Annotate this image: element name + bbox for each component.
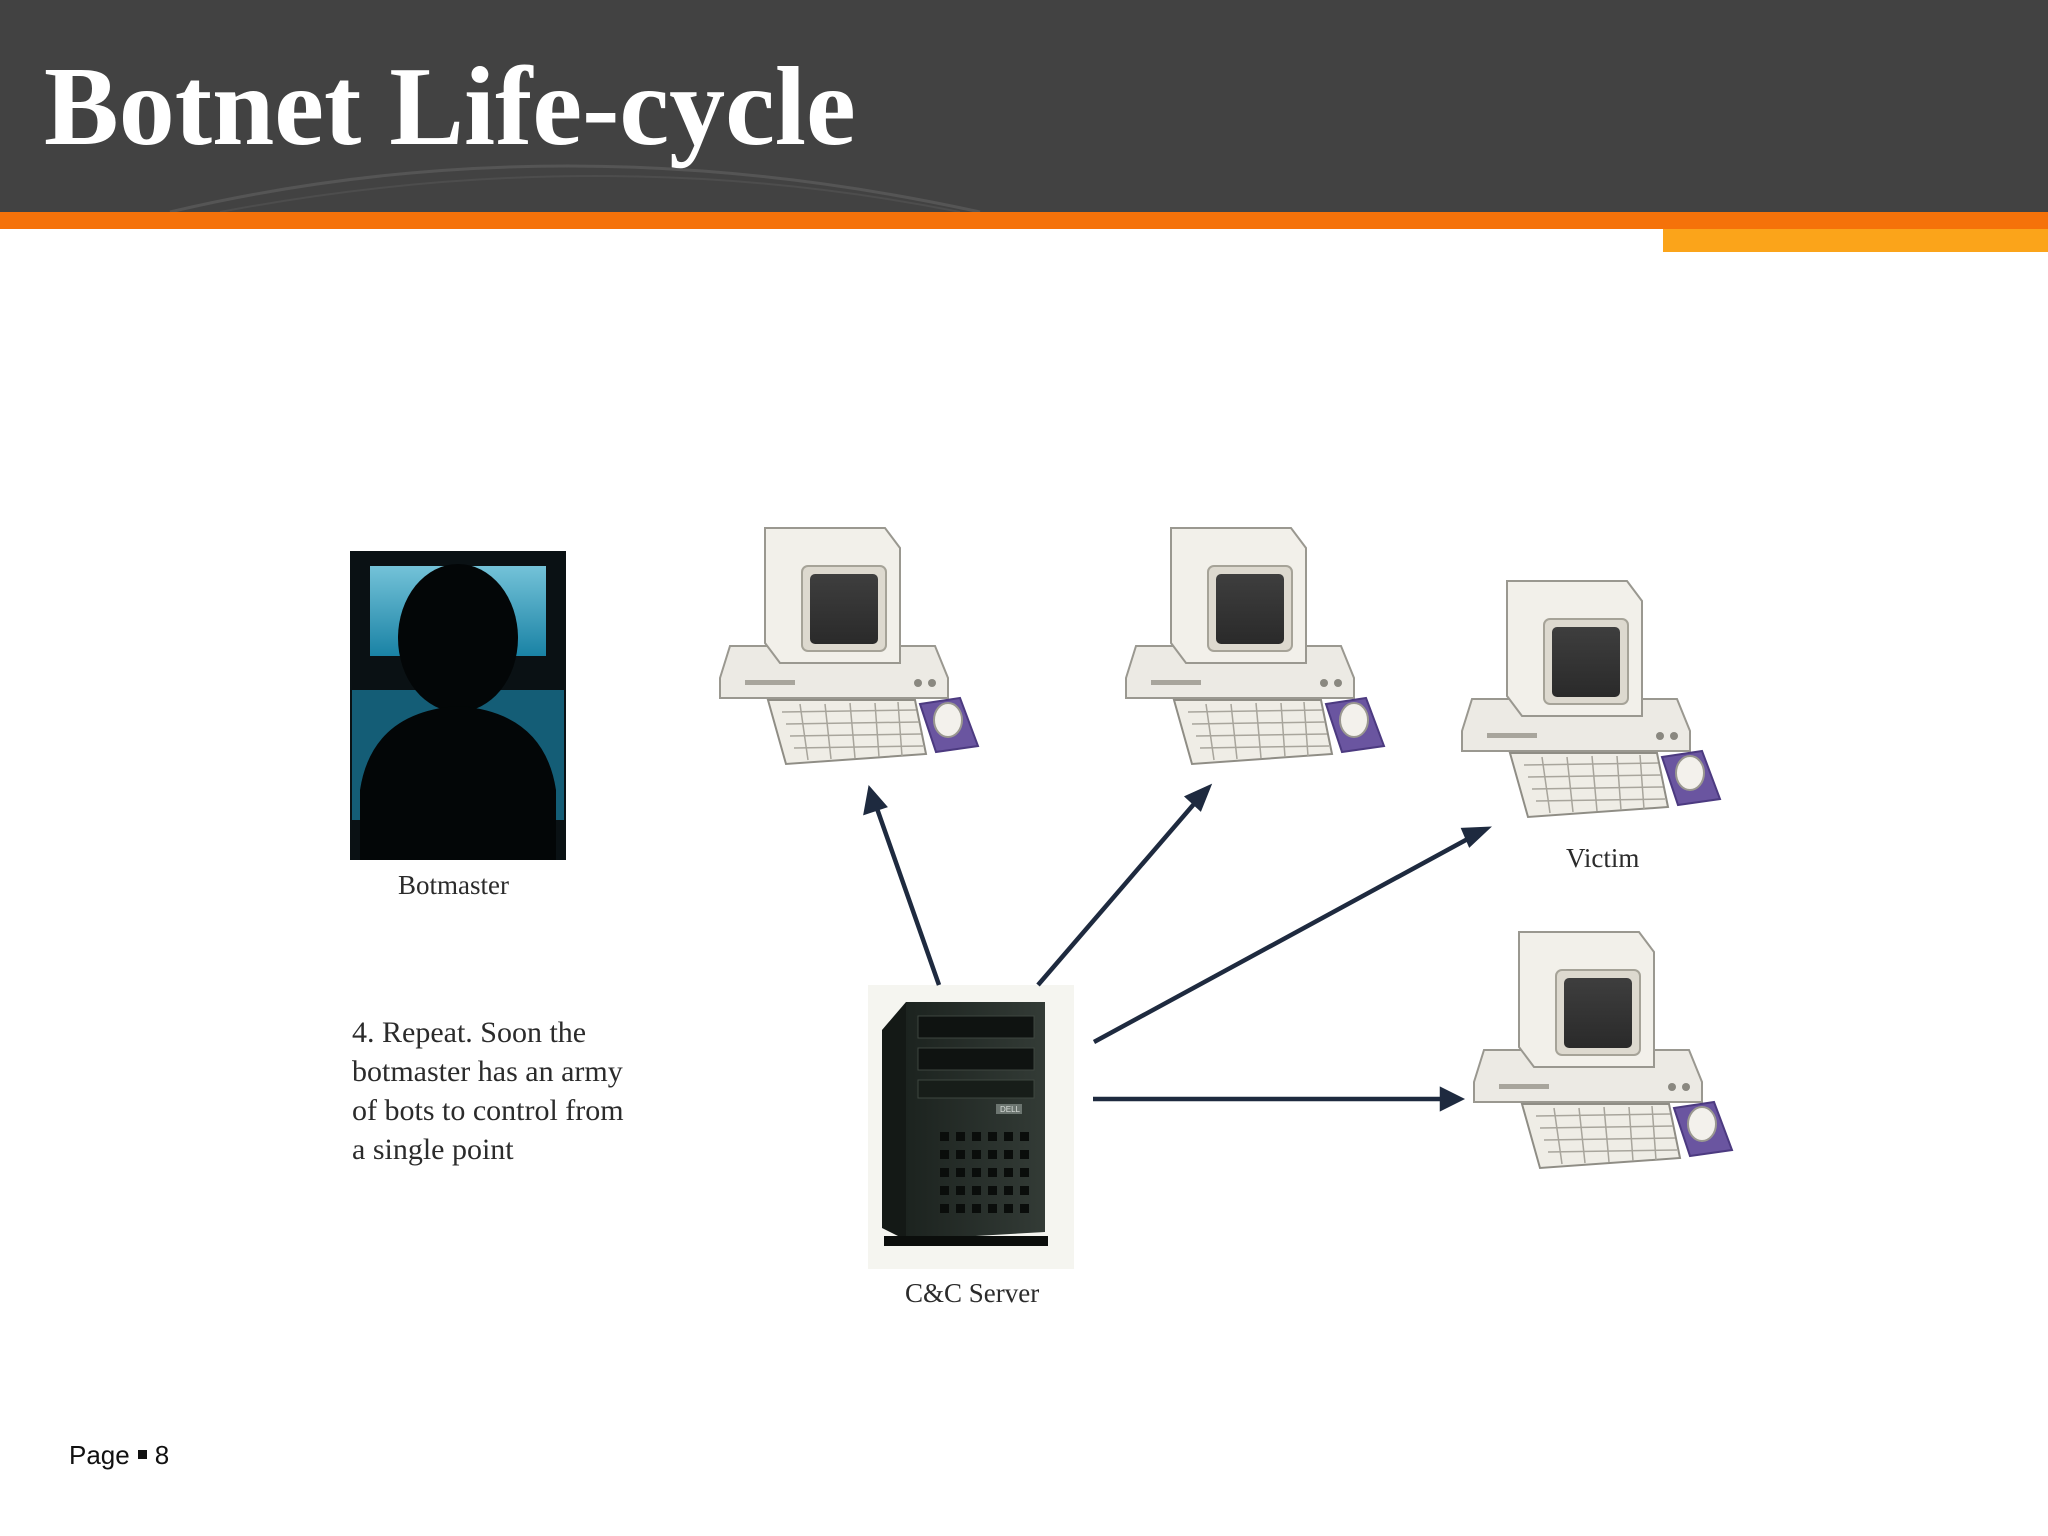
- step-line-1: 4. Repeat. Soon the: [352, 1016, 587, 1049]
- slide-title: Botnet Life-cycle: [44, 45, 856, 169]
- victim-computer-2: [1125, 527, 1385, 765]
- header-swoosh-decoration: [169, 164, 981, 212]
- arrowhead-victim-2: [1183, 783, 1213, 812]
- page-word: Page: [69, 1440, 130, 1470]
- page-footer: Page 8: [69, 1440, 169, 1471]
- step-line-4: a single point: [352, 1133, 514, 1166]
- arrowhead-victim-3: [1460, 826, 1492, 848]
- botmaster-label: Botmaster: [398, 870, 509, 900]
- arrows: [863, 783, 1492, 1112]
- page-number: 8: [154, 1440, 170, 1470]
- victim-computer-4: [1473, 931, 1733, 1169]
- arrow-to-victim-2: [1036, 795, 1202, 987]
- step-line-2: botmaster has an army: [352, 1055, 623, 1088]
- cc-server-label: C&C Server: [905, 1278, 1040, 1308]
- cc-server-image: DELL: [868, 985, 1074, 1269]
- arrow-to-victim-3: [1092, 833, 1477, 1044]
- slide-header: Botnet Life-cycle: [0, 0, 2048, 212]
- arrowhead-victim-1: [863, 785, 888, 816]
- header-accent-tab: [1663, 229, 2048, 252]
- separator-square-icon: [137, 1449, 147, 1459]
- victim-computer-3: [1461, 580, 1721, 818]
- step-description: 4. Repeat. Soon the botmaster has an arm…: [352, 1013, 672, 1169]
- victim-computer-1: [719, 527, 979, 765]
- victim-label: Victim: [1566, 843, 1640, 873]
- arrowhead-victim-4: [1439, 1086, 1466, 1112]
- botmaster-image: [350, 551, 566, 860]
- arrow-to-victim-1: [871, 799, 942, 986]
- server-brand-text: DELL: [1000, 1105, 1021, 1114]
- step-line-3: of bots to control from: [352, 1094, 624, 1127]
- header-accent-bar: [0, 212, 2048, 229]
